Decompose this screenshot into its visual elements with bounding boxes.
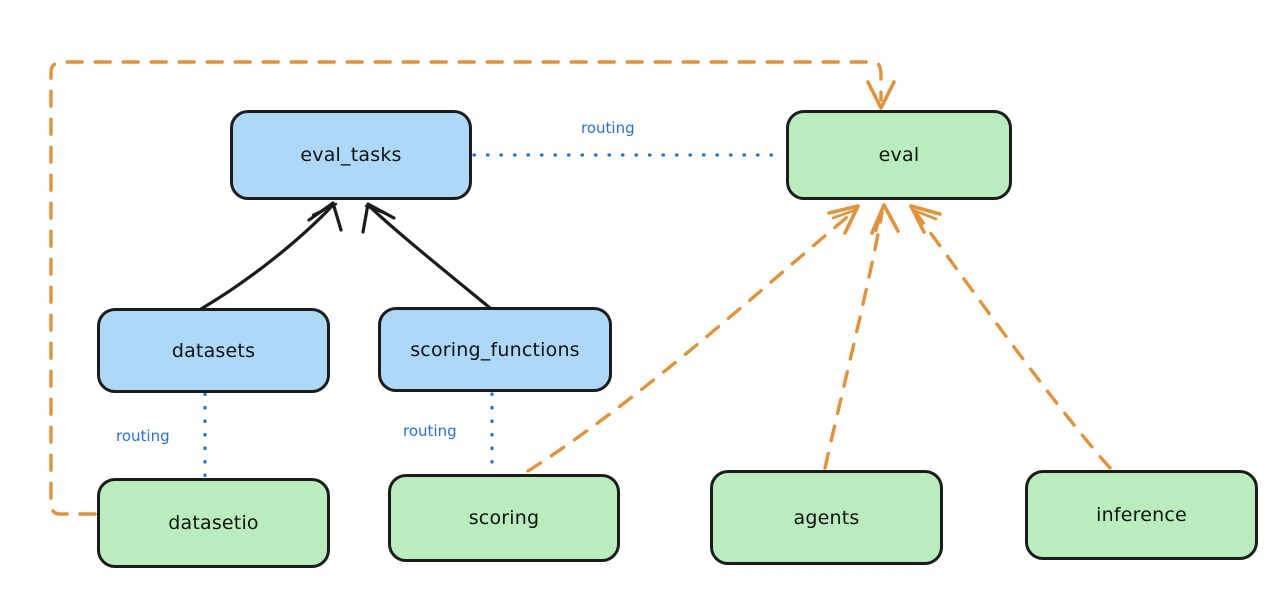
- node-inference[interactable]: inference: [1025, 470, 1258, 560]
- node-label-eval-tasks: eval_tasks: [300, 144, 402, 166]
- node-label-inference: inference: [1096, 504, 1187, 526]
- edge-label-routing-datasets-datasetio: routing: [113, 427, 173, 445]
- node-label-eval: eval: [878, 144, 920, 166]
- node-label-scoring-functions: scoring_functions: [410, 338, 580, 361]
- node-label-agents: agents: [793, 506, 860, 529]
- node-label-datasetio: datasetio: [168, 512, 259, 534]
- edge-scoring-to-eval-provider: [526, 204, 860, 473]
- node-datasets[interactable]: datasets: [97, 308, 330, 393]
- edge-agents-to-eval-provider: [823, 203, 900, 470]
- edge-label-routing-eval-tasks-eval: routing: [578, 119, 638, 137]
- node-scoring-functions[interactable]: scoring_functions: [378, 307, 612, 392]
- edge-label-routing-scoring-functions-scoring: routing: [400, 422, 460, 440]
- node-datasetio[interactable]: datasetio: [97, 478, 330, 568]
- edge-scoring_functions-to-eval_tasks: [361, 202, 492, 310]
- edge-datasets-to-eval_tasks: [199, 201, 343, 311]
- node-label-scoring: scoring: [468, 507, 540, 529]
- node-eval-tasks[interactable]: eval_tasks: [230, 110, 472, 200]
- node-label-datasets: datasets: [171, 339, 256, 362]
- node-agents[interactable]: agents: [710, 470, 943, 565]
- edge-inference-to-eval-provider: [909, 204, 1112, 470]
- node-eval[interactable]: eval: [786, 110, 1012, 200]
- edge-datasetio-to-eval-provider: [49, 60, 896, 516]
- node-scoring[interactable]: scoring: [388, 474, 620, 562]
